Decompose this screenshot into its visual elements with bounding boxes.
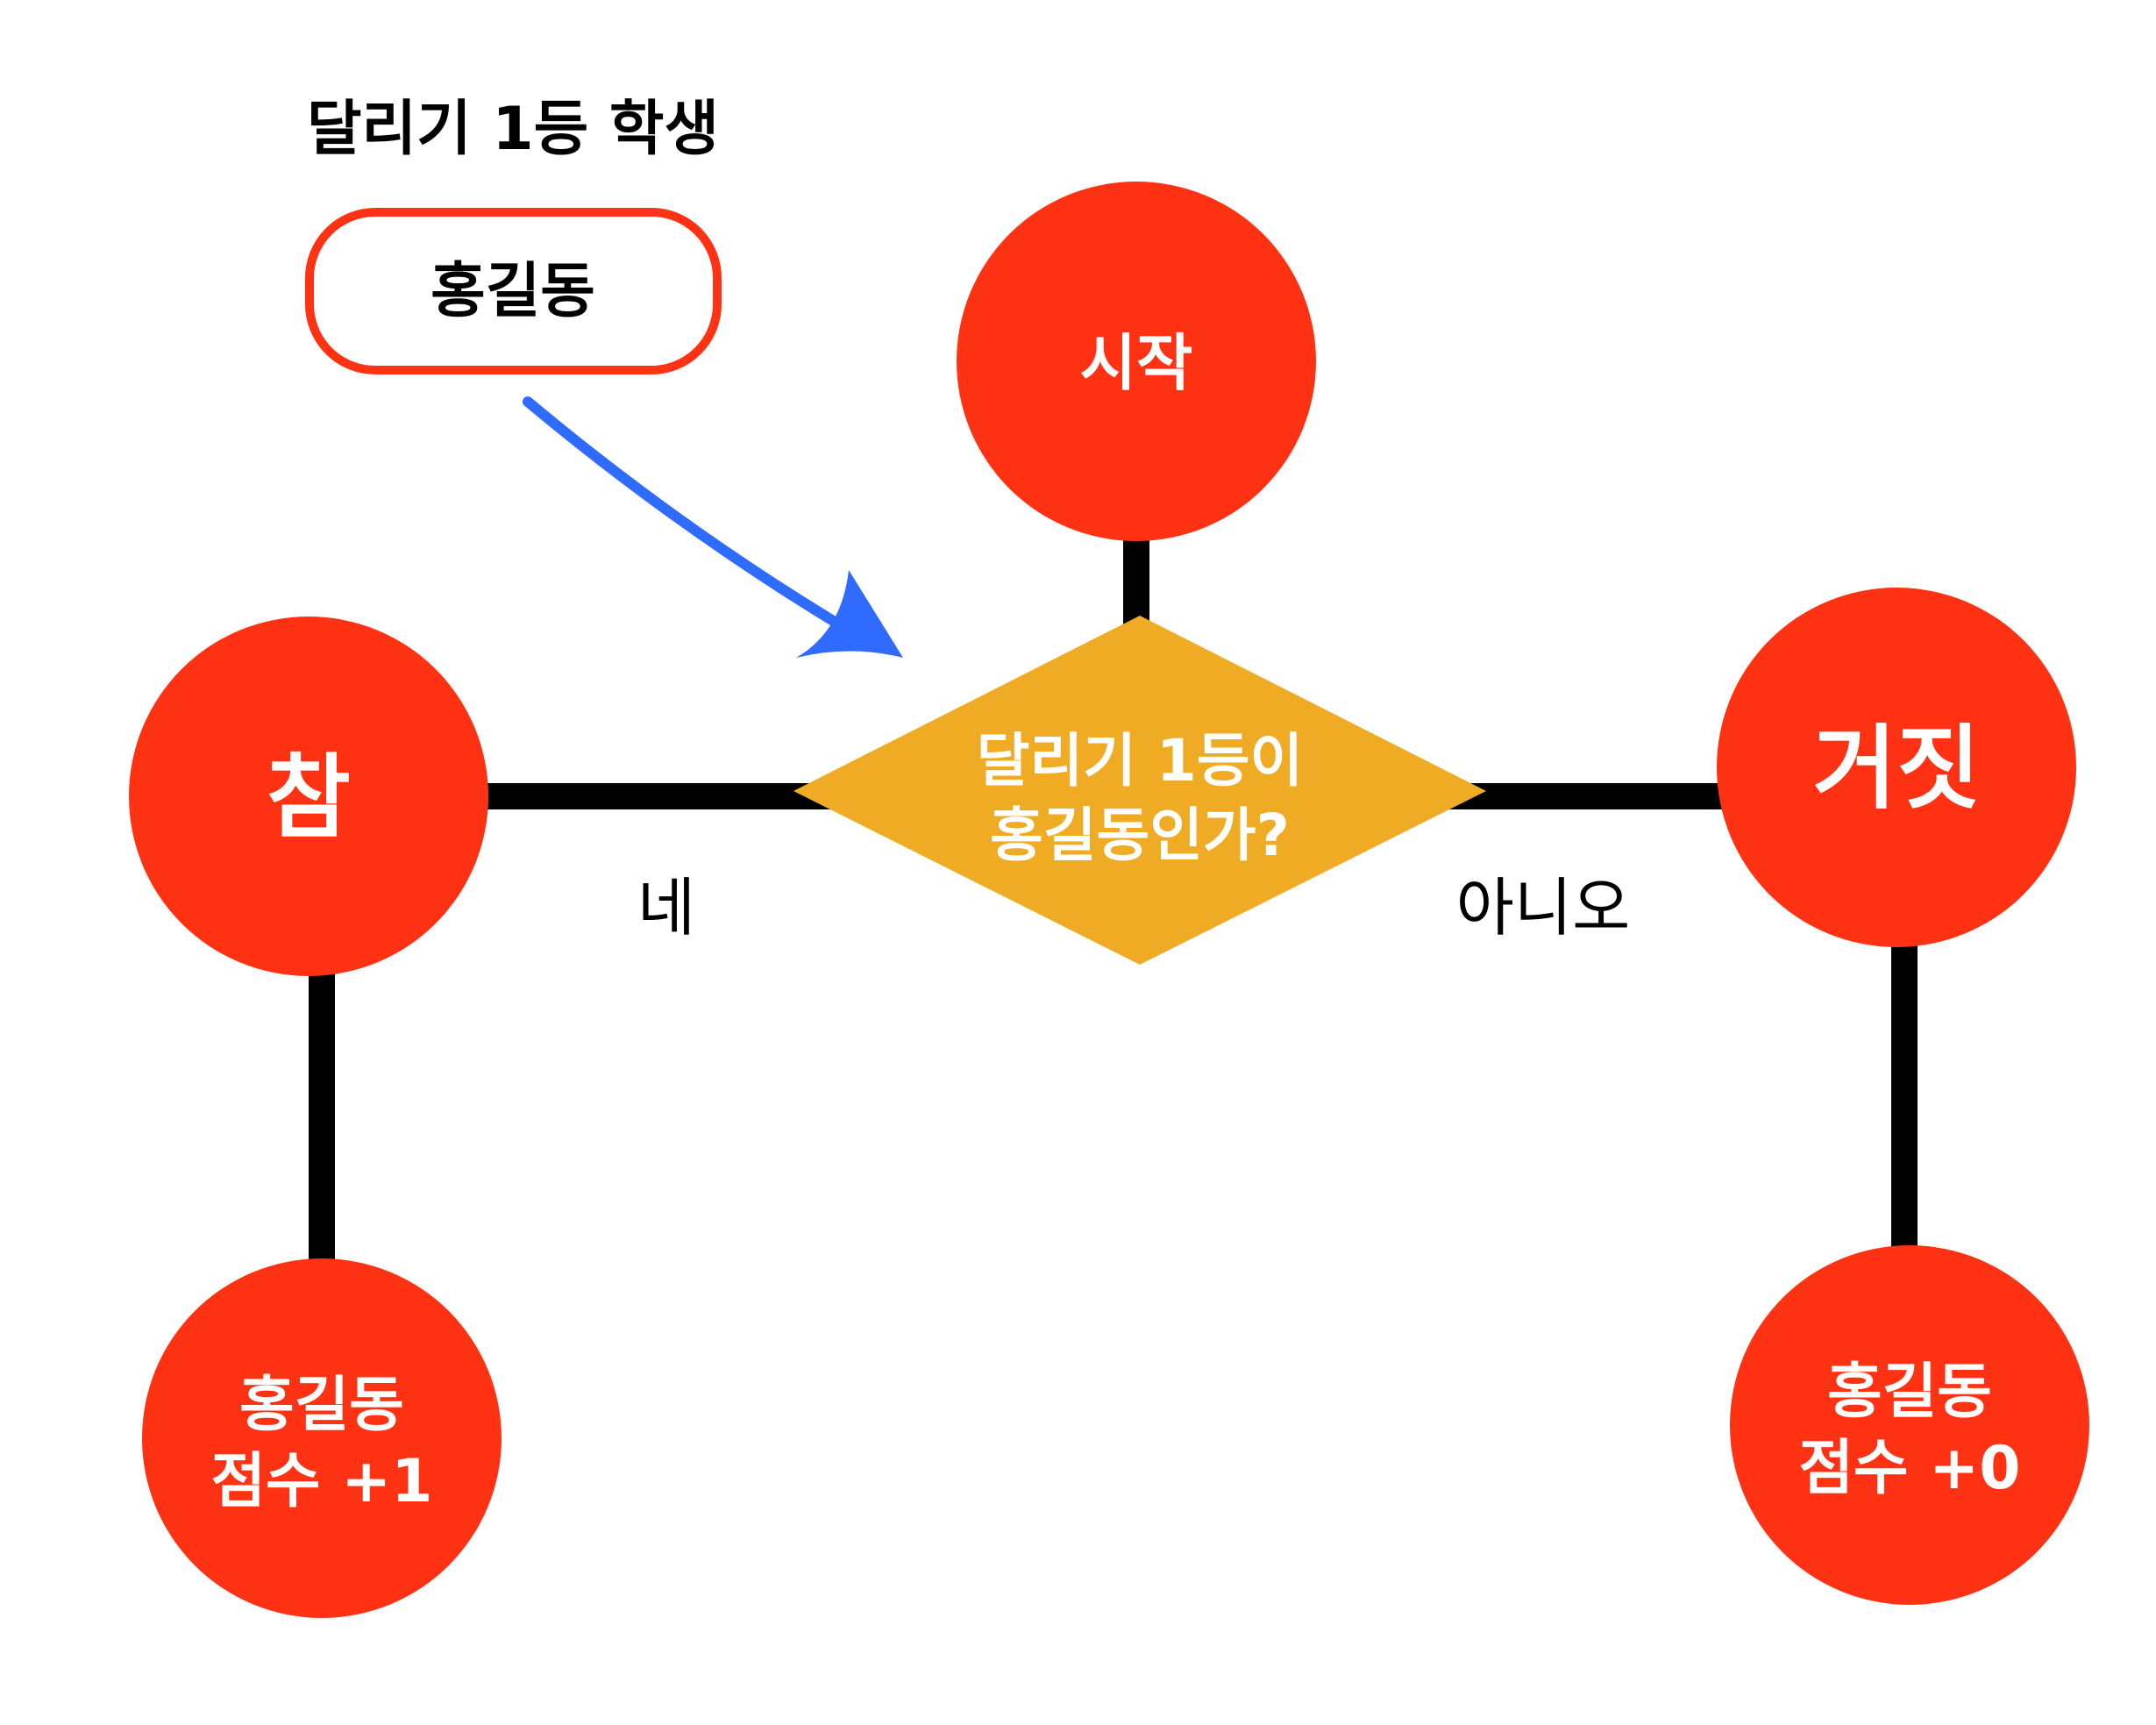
- true-node: 참: [129, 617, 488, 976]
- true-result-circle: [142, 1258, 502, 1618]
- decision-diamond: [793, 616, 1486, 965]
- true-result-line2: 점수 +1: [210, 1447, 432, 1516]
- decision-node: 달리기 1등이 홍길동인가?: [793, 616, 1486, 965]
- input-box-border: [305, 208, 722, 374]
- false-node: 거짓: [1717, 588, 2076, 947]
- input-box[interactable]: 홍길동: [305, 208, 722, 374]
- decision-label-line1: 달리기 1등이: [977, 727, 1304, 795]
- decision-label-line2: 홍길동인가?: [990, 802, 1290, 869]
- yes-edge-label: 네: [637, 871, 695, 944]
- input-value: 홍길동: [430, 257, 595, 326]
- arrow-shaft: [523, 396, 856, 637]
- true-node-circle: [129, 617, 488, 976]
- true-node-label: 참: [267, 744, 351, 851]
- input-title: 달리기 1등 학생: [307, 95, 719, 164]
- start-node-circle: [957, 182, 1316, 541]
- start-node: 시작: [957, 182, 1316, 541]
- false-node-label: 거짓: [1812, 715, 1980, 822]
- start-node-label: 시작: [1080, 327, 1193, 399]
- false-result-line1: 홍길동: [1827, 1358, 1992, 1427]
- false-result-node: 홍길동 점수 +0: [1730, 1245, 2089, 1605]
- arrow-head-icon: [796, 570, 903, 658]
- false-result-line2: 점수 +0: [1798, 1434, 2020, 1503]
- no-edge-label: 아니오: [1456, 871, 1631, 944]
- true-result-node: 홍길동 점수 +1: [142, 1258, 502, 1618]
- connectors: [309, 531, 1918, 1263]
- false-result-circle: [1730, 1245, 2089, 1605]
- true-result-line1: 홍길동: [239, 1371, 404, 1440]
- input-arrow: [523, 396, 903, 658]
- false-node-circle: [1717, 588, 2076, 947]
